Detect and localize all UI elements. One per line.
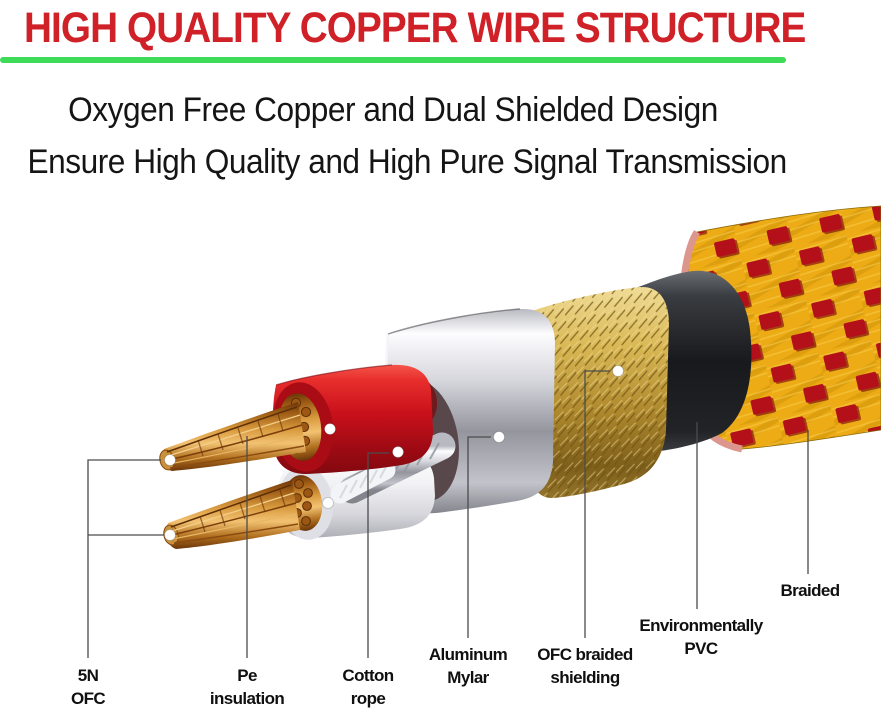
leader-5n-ofc (87, 459, 161, 658)
copper-conductor-lower (163, 475, 323, 549)
label-line: insulation (209, 689, 285, 708)
ofc-shielding-layer (524, 286, 669, 498)
label-environmentally-pvc: Environmentally PVC (639, 614, 763, 660)
label-cotton-rope: Cotton rope (342, 664, 394, 710)
subtitle-line-1: Oxygen Free Copper and Dual Shielded Des… (68, 91, 718, 129)
dot-copper-upper (164, 454, 176, 466)
dot-aluminum-mylar (493, 431, 505, 443)
leader-aluminum-mylar (467, 436, 491, 638)
label-aluminum-mylar: Aluminum Mylar (428, 643, 508, 689)
label-line: Aluminum (428, 645, 508, 664)
dot-copper-lower (164, 529, 176, 541)
dot-white-insulation (322, 497, 334, 509)
subtitle-line-2: Ensure High Quality and High Pure Signal… (27, 143, 788, 181)
page-title: HIGH QUALITY COPPER WIRE STRUCTURE (24, 4, 806, 52)
green-divider (0, 57, 786, 63)
leader-ofc-shielding (584, 370, 610, 638)
label-line: rope (350, 689, 386, 708)
label-pe-insulation: Pe insulation (209, 664, 285, 710)
dot-ofc-shielding (612, 365, 624, 377)
label-line: Mylar (447, 668, 489, 687)
label-braided: Braided (780, 579, 840, 602)
dot-cotton-rope (392, 446, 404, 458)
label-line: OFC braided (537, 645, 633, 664)
copper-conductor-upper (159, 393, 322, 471)
label-line: Environmentally (639, 616, 763, 635)
label-line: OFC (70, 689, 106, 708)
marker-dots (164, 365, 624, 541)
label-line: 5N (77, 666, 99, 685)
leader-lines (87, 370, 809, 658)
label-line: Cotton (342, 666, 394, 685)
label-line: shielding (550, 668, 620, 687)
label-ofc-braided-shielding: OFC braided shielding (537, 643, 633, 689)
label-5n-ofc: 5N OFC (70, 664, 106, 710)
label-line: PVC (684, 639, 718, 658)
label-line: Pe (237, 666, 257, 685)
leader-cotton-rope (367, 452, 389, 658)
label-line: Braided (780, 581, 840, 600)
cotton-rope (330, 432, 456, 504)
subtitle: Oxygen Free Copper and Dual Shielded Des… (27, 84, 788, 188)
dot-red-insulation (324, 423, 336, 435)
